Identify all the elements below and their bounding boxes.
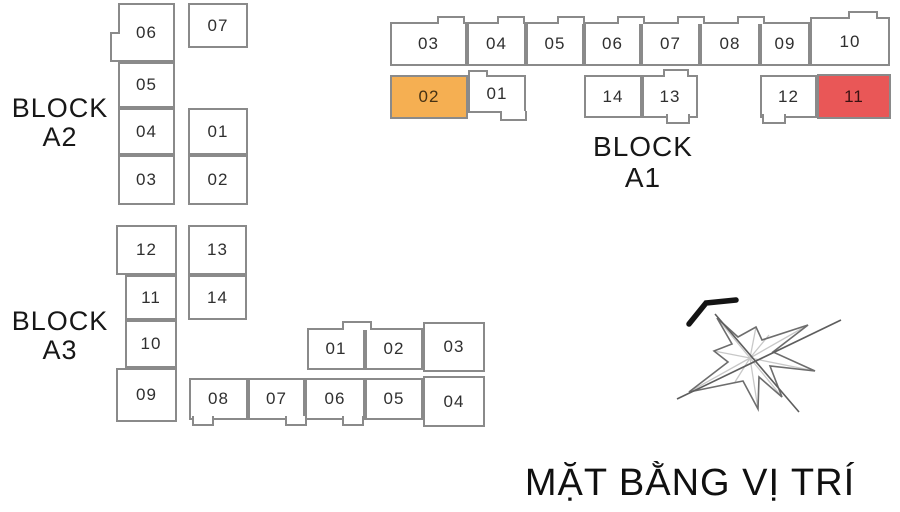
unit-a1-07[interactable]: 07 bbox=[641, 22, 700, 66]
outline-notch bbox=[110, 32, 120, 62]
unit-a3-03[interactable]: 03 bbox=[423, 322, 485, 372]
unit-a1-09[interactable]: 09 bbox=[760, 22, 810, 66]
unit-a3-12[interactable]: 12 bbox=[116, 225, 177, 275]
unit-a2-05[interactable]: 05 bbox=[118, 62, 175, 108]
unit-a2-03[interactable]: 03 bbox=[118, 155, 175, 205]
unit-a2-01[interactable]: 01 bbox=[188, 108, 248, 155]
unit-a3-04[interactable]: 04 bbox=[423, 376, 485, 427]
unit-a3-13[interactable]: 13 bbox=[188, 225, 247, 275]
block-a2-label: BLOCK A2 bbox=[4, 94, 116, 152]
unit-a3-10[interactable]: 10 bbox=[125, 320, 177, 368]
unit-a2-04[interactable]: 04 bbox=[118, 108, 175, 155]
unit-a1-11-highlighted[interactable]: 11 bbox=[817, 74, 891, 119]
unit-a1-10[interactable]: 10 bbox=[810, 17, 890, 66]
block-a1-label-word: BLOCK bbox=[593, 131, 693, 162]
unit-a1-05[interactable]: 05 bbox=[526, 22, 584, 66]
unit-a1-12[interactable]: 12 bbox=[760, 75, 817, 118]
block-a2-label-word: BLOCK bbox=[11, 93, 109, 123]
unit-a1-06[interactable]: 06 bbox=[584, 22, 641, 66]
unit-a2-06[interactable]: 06 bbox=[118, 3, 175, 62]
unit-a3-14[interactable]: 14 bbox=[188, 275, 247, 320]
unit-a1-01[interactable]: 01 bbox=[468, 75, 526, 113]
unit-a3-11[interactable]: 11 bbox=[125, 275, 177, 320]
unit-a1-13[interactable]: 13 bbox=[642, 75, 698, 118]
unit-a1-02-highlighted[interactable]: 02 bbox=[390, 75, 468, 119]
unit-a1-03[interactable]: 03 bbox=[390, 22, 467, 66]
unit-a3-01[interactable]: 01 bbox=[307, 328, 365, 370]
compass-rose-icon bbox=[676, 297, 842, 413]
unit-a3-06[interactable]: 06 bbox=[305, 378, 365, 420]
block-a1-code: A1 bbox=[624, 162, 662, 193]
unit-a2-02[interactable]: 02 bbox=[188, 155, 248, 205]
outline-notch bbox=[342, 321, 372, 330]
outline-notch bbox=[666, 114, 690, 124]
unit-a3-05[interactable]: 05 bbox=[365, 378, 423, 420]
outline-notch bbox=[677, 16, 705, 24]
block-a1-label: BLOCK A1 bbox=[573, 131, 713, 193]
unit-a1-08[interactable]: 08 bbox=[700, 22, 760, 66]
unit-a3-02[interactable]: 02 bbox=[365, 328, 423, 370]
block-a2-code: A2 bbox=[42, 122, 78, 152]
outline-notch bbox=[557, 16, 585, 24]
outline-notch bbox=[285, 416, 307, 426]
outline-notch bbox=[468, 70, 488, 77]
block-a3-label: BLOCK A3 bbox=[4, 307, 116, 365]
outline-notch bbox=[663, 69, 689, 77]
outline-notch bbox=[497, 16, 525, 24]
unit-a3-09[interactable]: 09 bbox=[116, 368, 177, 422]
outline-notch bbox=[762, 114, 786, 124]
north-arrow-icon bbox=[686, 297, 739, 327]
outline-notch bbox=[737, 16, 765, 24]
page-title: MẶT BẰNG VỊ TRÍ bbox=[524, 462, 856, 504]
unit-a3-07[interactable]: 07 bbox=[248, 378, 305, 420]
outline-notch bbox=[500, 111, 527, 121]
outline-notch bbox=[342, 416, 364, 426]
outline-notch bbox=[192, 416, 214, 426]
outline-notch bbox=[437, 16, 465, 24]
unit-a1-14[interactable]: 14 bbox=[584, 75, 642, 118]
outline-notch bbox=[617, 16, 645, 24]
unit-a1-04[interactable]: 04 bbox=[467, 22, 526, 66]
outline-notch bbox=[848, 11, 878, 19]
unit-a3-08[interactable]: 08 bbox=[189, 378, 248, 420]
unit-a2-07[interactable]: 07 bbox=[188, 3, 248, 48]
block-a3-code: A3 bbox=[42, 335, 78, 365]
block-a3-label-word: BLOCK bbox=[11, 306, 109, 336]
